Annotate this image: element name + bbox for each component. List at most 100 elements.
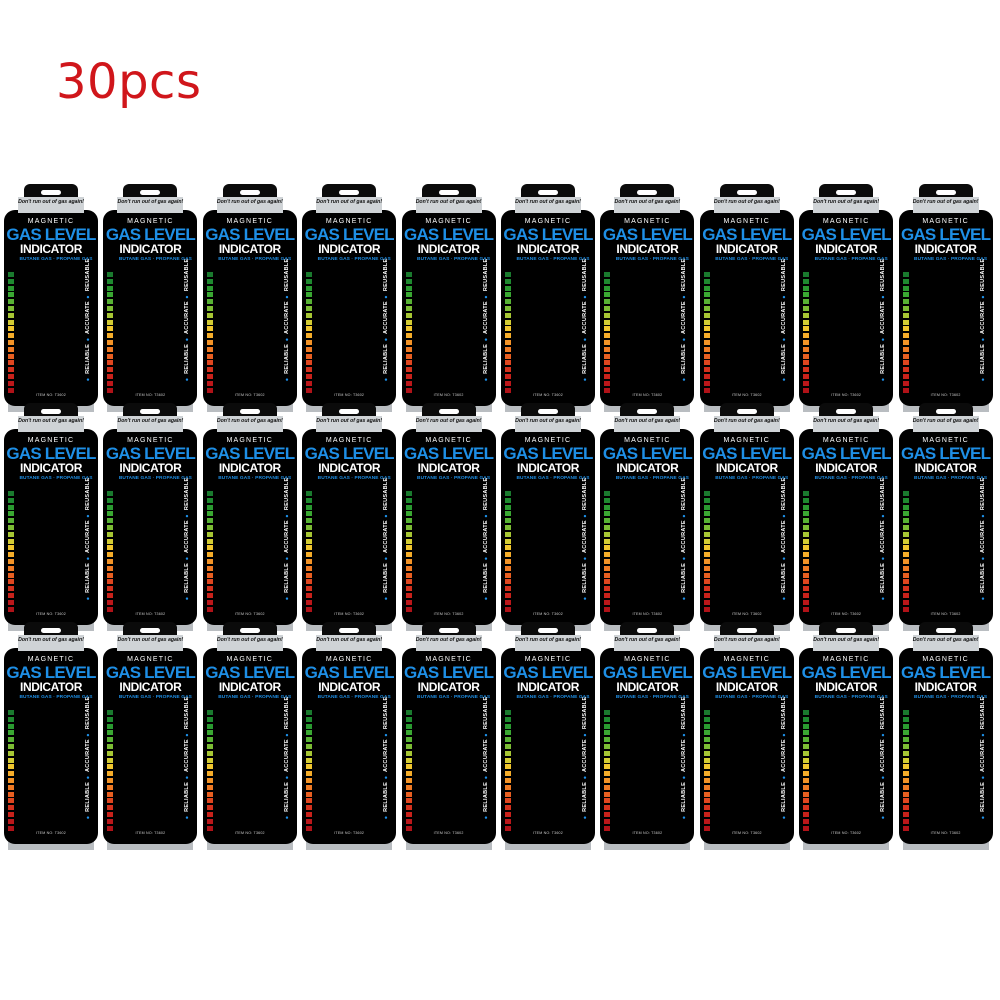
feature-dot-icon: ●: [780, 811, 787, 820]
gauge-segment: [505, 737, 511, 743]
feature-dot-icon: ●: [582, 771, 588, 781]
gauge-segment: [803, 606, 810, 612]
gauge-segment: [405, 552, 412, 558]
gauge-segment: [206, 524, 213, 530]
feature-dot-icon: ●: [85, 811, 91, 820]
feature-dot-icon: ●: [880, 592, 887, 601]
level-gauge-strip: [703, 491, 710, 617]
gauge-segment: [703, 504, 710, 510]
level-gauge-strip: [505, 272, 511, 398]
gas-level-title: GAS LEVEL: [6, 225, 96, 244]
level-gauge-strip: [803, 491, 810, 617]
gauge-segment: [306, 764, 313, 770]
hanger-hole-icon: [538, 628, 558, 633]
gauge-segment: [604, 373, 611, 379]
gauge-segment: [107, 504, 114, 510]
gauge-segment: [107, 531, 114, 537]
gauge-segment: [8, 723, 14, 729]
gauge-segment: [306, 524, 313, 530]
gauge-segment: [107, 497, 114, 503]
feature-dot-icon: ●: [184, 729, 191, 738]
gauge-segment: [206, 791, 213, 797]
feature-word: ACCURATE: [184, 299, 191, 334]
feature-dot-icon: ●: [184, 811, 191, 820]
gauge-segment: [306, 750, 313, 756]
gauge-segment: [405, 531, 412, 537]
gauge-segment: [803, 710, 810, 715]
gauge-segment: [505, 757, 511, 763]
gauge-segment: [803, 285, 810, 291]
gauge-segment: [803, 346, 810, 352]
gauge-segment: [505, 312, 511, 318]
gas-type-subtitle: BUTANE GAS · PROPANE GAS: [914, 695, 988, 700]
gauge-segment: [107, 710, 114, 715]
feature-words: ● RELIABLE ● ACCURATE ● REUSABLE: [184, 478, 194, 602]
feature-word: RELIABLE: [482, 780, 489, 812]
gauge-segment: [604, 524, 611, 530]
feature-word: RELIABLE: [482, 342, 489, 374]
indicator-title: INDICATOR: [318, 242, 381, 256]
gauge-segment: [107, 272, 114, 277]
indicator-title: INDICATOR: [815, 680, 878, 694]
feature-word: ACCURATE: [681, 737, 688, 772]
feature-word: RELIABLE: [780, 561, 787, 593]
item-number: ITEM NO: T3602: [533, 612, 563, 616]
gauge-segment: [505, 572, 511, 578]
gas-type-subtitle: BUTANE GAS · PROPANE GAS: [218, 257, 292, 262]
gauge-segment: [206, 305, 213, 311]
indicator-title: INDICATOR: [616, 680, 679, 694]
gauge-segment: [803, 353, 810, 359]
indicator-title: INDICATOR: [119, 680, 182, 694]
gauge-segment: [405, 339, 412, 345]
magnetic-label: MAGNETIC: [425, 656, 472, 663]
gauge-segment: [107, 511, 114, 517]
gauge-segment: [703, 777, 710, 783]
gauge-segment: [703, 798, 710, 804]
gauge-segment: [8, 538, 14, 544]
gauge-segment: [107, 312, 114, 318]
gauge-segment: [703, 305, 710, 311]
gauge-segment: [902, 757, 909, 763]
gauge-segment: [902, 346, 909, 352]
slogan-label: Don't run out of gas again!: [515, 416, 581, 432]
indicator-title: INDICATOR: [914, 461, 977, 475]
gauge-segment: [604, 771, 611, 777]
feature-word: ACCURATE: [979, 518, 986, 553]
level-gauge-strip: [405, 710, 412, 836]
gauge-segment: [206, 545, 213, 551]
feature-word: REUSABLE: [582, 696, 588, 730]
slogan-label: Don't run out of gas again!: [813, 635, 880, 651]
indicator-title: INDICATOR: [815, 242, 878, 256]
gauge-segment: [604, 579, 611, 585]
gas-type-subtitle: BUTANE GAS · PROPANE GAS: [814, 257, 888, 262]
gauge-segment: [505, 339, 511, 345]
gauge-segment: [902, 272, 909, 277]
gauge-segment: [206, 299, 213, 305]
gauge-segment: [107, 771, 114, 777]
indicator-title: INDICATOR: [20, 680, 82, 694]
magnetic-label: MAGNETIC: [226, 437, 274, 444]
feature-dot-icon: ●: [85, 373, 91, 382]
gauge-segment: [505, 531, 511, 537]
feature-dot-icon: ●: [482, 729, 489, 738]
gauge-segment: [803, 586, 810, 592]
feature-dot-icon: ●: [880, 552, 887, 562]
gas-level-title: GAS LEVEL: [404, 663, 494, 682]
feature-word: REUSABLE: [482, 696, 489, 730]
feature-words: ● RELIABLE ● ACCURATE ● REUSABLE: [980, 259, 990, 383]
gauge-segment: [206, 818, 213, 824]
hanger-hole-icon: [438, 628, 459, 633]
feature-word: ACCURATE: [184, 737, 191, 772]
gauge-segment: [405, 346, 412, 352]
gauge-segment: [604, 811, 611, 817]
hanger-hole-icon: [935, 628, 956, 633]
gauge-segment: [8, 497, 14, 503]
feature-word: ACCURATE: [283, 737, 290, 772]
feature-words: ● RELIABLE ● ACCURATE ● REUSABLE: [184, 259, 194, 383]
item-number: ITEM NO: T3602: [533, 393, 563, 397]
gauge-segment: [902, 723, 909, 729]
